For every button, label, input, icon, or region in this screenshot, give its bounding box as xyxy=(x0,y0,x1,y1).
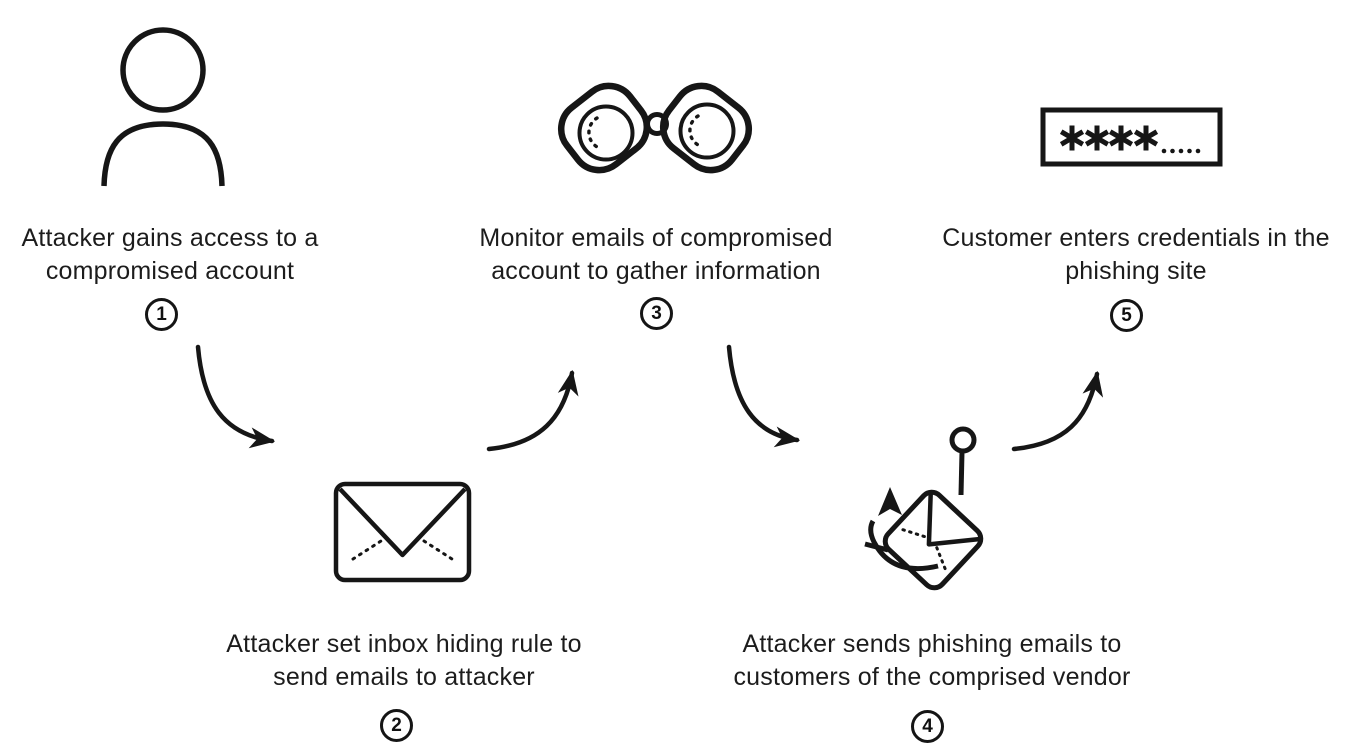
step2-caption: Attacker set inbox hiding rule to send e… xyxy=(194,628,614,694)
arrow-step3-to-step4 xyxy=(726,344,801,448)
step5-number-badge: 5 xyxy=(1110,299,1143,332)
step1-number-badge: 1 xyxy=(145,298,178,331)
binoculars-icon xyxy=(550,70,760,190)
caption-line: Customer enters credentials in the xyxy=(942,224,1330,252)
step3-caption: Monitor emails of compromised account to… xyxy=(446,222,866,288)
caption-line: Attacker sends phishing emails to xyxy=(742,630,1122,658)
envelope-icon xyxy=(330,477,475,592)
step4-number-badge: 4 xyxy=(911,710,944,743)
caption-line: phishing site xyxy=(1065,257,1207,285)
arrow-step4-to-step5 xyxy=(1011,370,1104,452)
step5-caption: Customer enters credentials in the phish… xyxy=(921,222,1348,288)
arrow-step2-to-step3 xyxy=(486,369,579,452)
caption-line: send emails to attacker xyxy=(273,663,535,691)
person-icon xyxy=(95,22,230,197)
caption-line: customers of the comprised vendor xyxy=(733,663,1131,691)
caption-line: Attacker gains access to a xyxy=(21,224,319,252)
hooked-envelope-icon xyxy=(855,415,1025,620)
step3-number-badge: 3 xyxy=(640,297,673,330)
caption-line: account to gather information xyxy=(491,257,821,285)
step2-number-badge: 2 xyxy=(380,709,413,742)
caption-line: Monitor emails of compromised xyxy=(479,224,833,252)
password-field-icon: **** ..... xyxy=(1040,105,1225,172)
caption-line: Attacker set inbox hiding rule to xyxy=(226,630,582,658)
caption-line: compromised account xyxy=(45,257,295,285)
step1-caption: Attacker gains access to a compromised a… xyxy=(0,222,340,288)
step4-caption: Attacker sends phishing emails to custom… xyxy=(712,628,1152,694)
arrow-step1-to-step2 xyxy=(195,344,276,449)
